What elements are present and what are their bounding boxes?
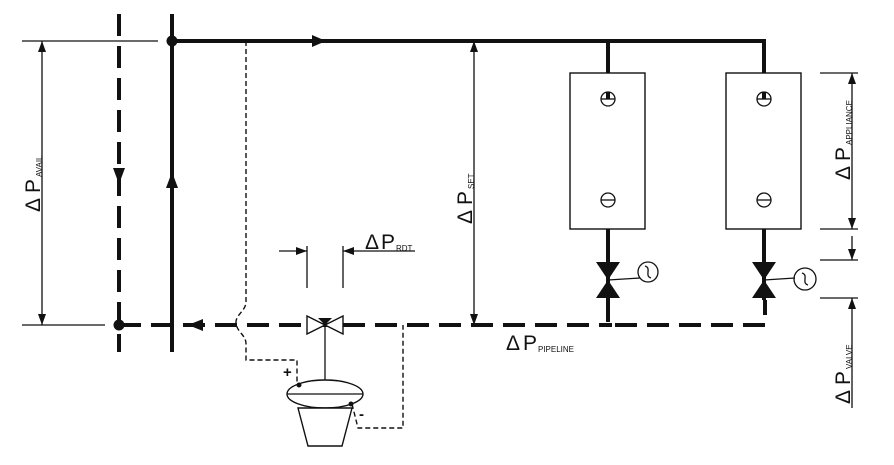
delta-symbol: Δ [832, 390, 855, 404]
p-symbol: P [381, 231, 395, 254]
delta-symbol: Δ [22, 198, 45, 212]
subscript-valve: VALVE [845, 344, 854, 369]
subscript-set: SET [467, 173, 476, 189]
dim-arrow-icon [38, 41, 46, 52]
return-node [113, 319, 125, 331]
dim-arrow-icon [343, 247, 354, 255]
p-symbol: P [22, 179, 45, 193]
valve-stem [607, 277, 641, 281]
p-symbol: P [832, 371, 855, 385]
regulator-bell-icon [297, 407, 353, 447]
subscript-avail: AVAIL [35, 155, 44, 177]
plus-sign: + [283, 364, 292, 381]
subscript-rdt: RDT [396, 244, 413, 253]
plus-port [296, 382, 302, 388]
appliance-1 [569, 72, 646, 230]
impulse-line-supply [235, 41, 298, 385]
label-dp-set: Δ P SET [454, 173, 477, 224]
actuator-motor-icon [793, 267, 817, 291]
delta-symbol: Δ [365, 231, 379, 254]
appliance-valve-2 [752, 262, 817, 298]
flow-arrow-icon [113, 168, 125, 184]
valve-bonnet [318, 318, 332, 325]
dim-arrow-icon [848, 298, 856, 309]
pipework [117, 14, 767, 352]
dim-arrow-icon [848, 249, 856, 260]
appliance-valve-1 [596, 261, 659, 298]
impulse-lines [235, 41, 404, 429]
subscript-pipeline: PIPELINE [538, 345, 574, 354]
label-dp-pipeline: Δ P PIPELINE [506, 332, 574, 355]
dim-arrow-icon [848, 73, 856, 84]
minus-sign: - [359, 406, 364, 423]
dim-arrow-icon [470, 41, 478, 52]
flow-arrow-icon [312, 35, 326, 47]
dim-arrow-icon [470, 314, 478, 325]
subscript-appliance: APPLIANCE [845, 100, 854, 145]
p-symbol: P [523, 332, 537, 355]
delta-symbol: Δ [454, 210, 477, 224]
label-dp-avail: Δ P AVAIL [22, 155, 45, 212]
delta-symbol: Δ [832, 166, 855, 180]
dim-arrow-icon [296, 247, 307, 255]
label-dp-appliance: Δ P APPLIANCE [832, 100, 855, 180]
impulse-line-return [351, 325, 404, 429]
valve-stem [763, 277, 796, 281]
supply-node [166, 35, 178, 47]
dimension-lines [22, 40, 858, 408]
dim-arrow-icon [848, 218, 856, 229]
p-symbol: P [454, 191, 477, 205]
flow-arrow-icon [166, 172, 178, 188]
motor-tilde [644, 265, 652, 279]
flow-arrows [113, 35, 326, 331]
supply-line [172, 39, 766, 92]
motor-tilde [801, 272, 809, 286]
p-symbol: P [832, 147, 855, 161]
pressure-regulator: + - [283, 314, 364, 447]
flow-arrow-icon [188, 319, 203, 331]
appliance-2 [725, 72, 802, 230]
return-line-1 [606, 300, 767, 327]
actuator-motor-icon [637, 261, 659, 283]
dim-arrow-icon [38, 314, 46, 325]
label-dp-rdt: Δ P RDT [365, 231, 413, 254]
delta-symbol: Δ [506, 332, 520, 355]
label-dp-valve: Δ P VALVE [832, 344, 855, 404]
